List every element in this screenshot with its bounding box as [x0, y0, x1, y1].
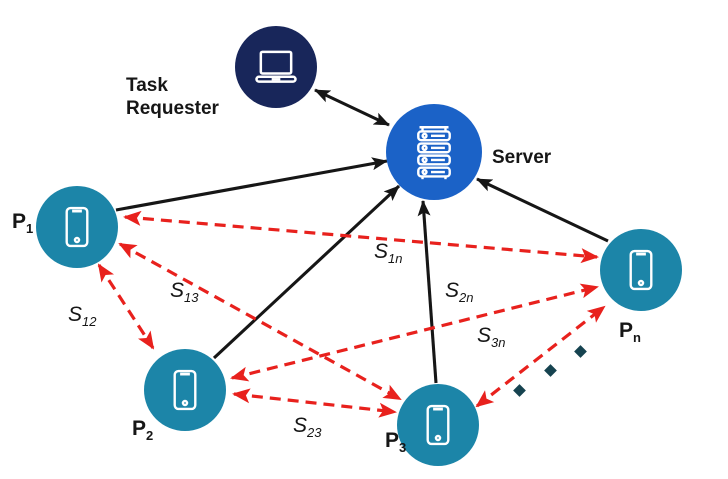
edge-s2n	[230, 283, 599, 382]
edge-label-s3n: S3n	[477, 324, 506, 351]
peer-node-p3	[397, 384, 479, 466]
server-label: Server	[492, 147, 552, 168]
edge-s1n	[123, 210, 599, 264]
task-requester-label: Task Requester	[126, 75, 219, 120]
server-node	[386, 104, 482, 200]
edge-pn-server	[476, 177, 609, 243]
edge-label-s12: S12	[68, 303, 97, 330]
edge-s23	[232, 388, 397, 418]
smartphone-icon	[629, 249, 653, 291]
edge-label-s1n: S1n	[374, 240, 403, 267]
laptop-icon	[255, 50, 297, 83]
edge-p3-server	[417, 200, 438, 384]
p1-label: P1	[12, 210, 34, 237]
edge-label-s23: S23	[293, 414, 322, 441]
server-rack-icon	[417, 126, 451, 180]
peer-node-pn	[600, 229, 682, 311]
p3-label: P3	[385, 429, 407, 456]
edge-s3n	[475, 305, 606, 408]
edge-taskrequester-server	[314, 88, 390, 127]
edge-p2-server	[212, 184, 401, 360]
edge-p1-server	[115, 157, 388, 212]
pn-label: Pn	[619, 319, 641, 346]
smartphone-icon	[173, 369, 197, 411]
edge-s12	[97, 263, 155, 350]
edge-label-s2n: S2n	[445, 279, 474, 306]
edge-label-s13: S13	[170, 279, 199, 306]
task-requester-node	[235, 26, 317, 108]
smartphone-icon	[65, 206, 89, 248]
smartphone-icon	[426, 404, 450, 446]
p2-label: P2	[132, 417, 154, 444]
peer-node-p1	[36, 186, 118, 268]
peer-node-p2	[144, 349, 226, 431]
